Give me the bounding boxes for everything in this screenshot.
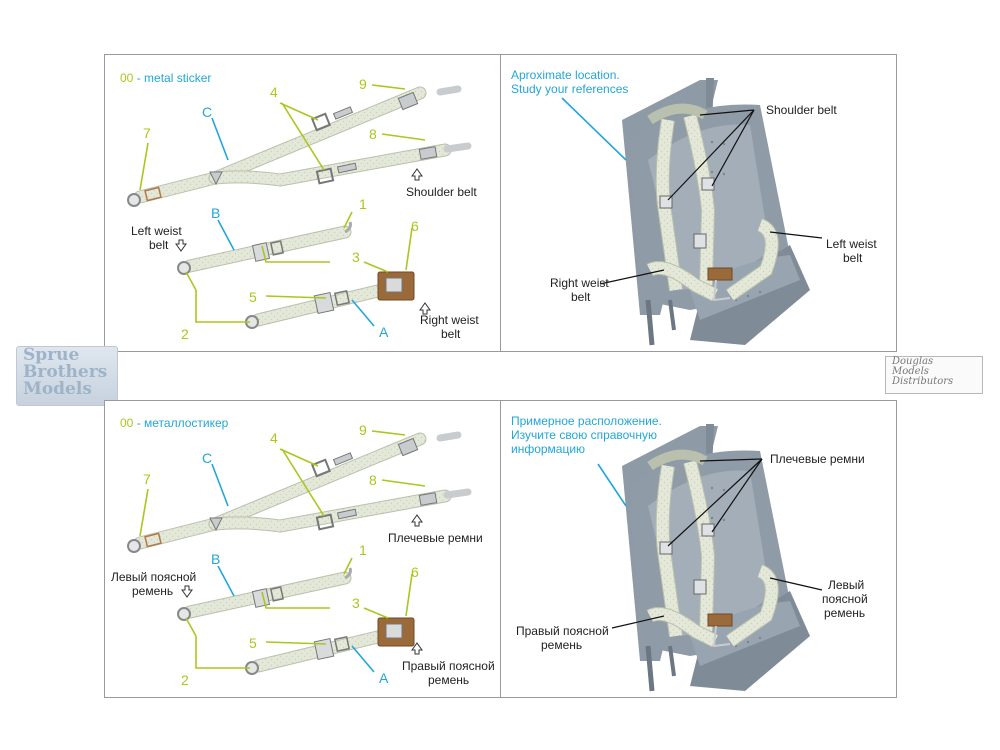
- bottom-right-right-weist-2: ремень: [541, 638, 583, 652]
- bottom-part-6: 6: [411, 564, 419, 580]
- top-sticker-legend: 00 - metal sticker: [120, 71, 211, 85]
- bottom-part-3: 3: [352, 595, 360, 611]
- bottom-left-weist-arrow: [181, 585, 193, 598]
- top-part-3: 3: [352, 249, 360, 265]
- bottom-sticker-text: - металлостикер: [133, 416, 229, 430]
- sprue-brothers-logo: Sprue Brothers Models: [16, 346, 118, 406]
- bottom-part-a: A: [379, 670, 389, 686]
- top-part-a: A: [379, 324, 389, 340]
- top-part-2: 2: [181, 326, 189, 342]
- bottom-right-left-weist-3: ремень: [824, 606, 866, 620]
- bottom-sticker-legend: 00 - металлостикер: [120, 416, 228, 430]
- bottom-part-1: 1: [359, 542, 367, 558]
- top-part-9: 9: [359, 76, 367, 92]
- top-left-left-weist-1: Left weist: [131, 224, 182, 238]
- top-right-weist-arrow: [419, 302, 431, 315]
- logo-right-line3: Distributors: [892, 376, 954, 387]
- top-note-line2: Study your references: [511, 82, 629, 96]
- bottom-part-b: B: [211, 551, 221, 567]
- bottom-label-leaders: [611, 458, 823, 629]
- bottom-part-8: 8: [369, 472, 377, 488]
- bottom-belt-diagram: [128, 435, 468, 674]
- douglas-models-logo: Douglas Models Distributors: [885, 356, 983, 394]
- top-part-8: 8: [369, 126, 377, 142]
- top-label-leaders: [599, 109, 823, 285]
- bottom-part-c: C: [202, 450, 213, 466]
- top-left-weist-arrow: [175, 239, 187, 252]
- bottom-note-line1: Примерное расположение.: [511, 414, 662, 428]
- top-letter-leaders: [211, 97, 627, 327]
- bottom-letter-leaders: [211, 463, 627, 673]
- top-right-right-weist-2: belt: [571, 290, 591, 304]
- bottom-right-left-weist-2: поясной: [822, 592, 868, 606]
- top-sticker-code: 00: [120, 71, 134, 85]
- bottom-sticker-code: 00: [120, 416, 134, 430]
- top-part-leaders: [139, 84, 426, 323]
- top-right-left-weist-2: belt: [843, 251, 863, 265]
- logo-left-line1: Sprue: [23, 345, 80, 365]
- top-part-c: C: [202, 104, 213, 120]
- logo-right-line1: Douglas: [892, 356, 934, 367]
- bottom-left-right-weist-1: Правый поясной: [402, 659, 495, 673]
- top-left-right-weist-2: belt: [441, 327, 461, 341]
- top-part-7: 7: [143, 125, 151, 141]
- bottom-left-right-weist-2: ремень: [428, 673, 470, 687]
- bottom-left-panel: [104, 400, 502, 698]
- bottom-left-left-weist-2: ремень: [132, 584, 174, 598]
- top-right-shoulder-label: Shoulder belt: [766, 103, 837, 117]
- bottom-right-left-weist-1: Левый: [828, 578, 865, 592]
- top-note-line1: Aproximate location.: [511, 68, 620, 82]
- bottom-part-7: 7: [143, 471, 151, 487]
- top-sticker-text: - metal sticker: [133, 71, 212, 85]
- top-left-shoulder-label: Shoulder belt: [406, 185, 477, 199]
- bottom-right-right-weist-1: Правый поясной: [516, 624, 609, 638]
- bottom-part-2: 2: [181, 672, 189, 688]
- top-left-right-weist-1: Right weist: [420, 313, 479, 327]
- bottom-part-9: 9: [359, 422, 367, 438]
- bottom-part-4: 4: [270, 430, 278, 446]
- logo-right-line2: Models: [892, 366, 929, 377]
- logo-left-line2: Brothers: [23, 362, 108, 382]
- top-part-4: 4: [270, 84, 278, 100]
- top-left-panel: [104, 54, 502, 352]
- bottom-part-5: 5: [249, 635, 257, 651]
- top-right-left-weist-1: Left weist: [826, 237, 877, 251]
- bottom-right-weist-arrow: [411, 642, 423, 655]
- top-part-b: B: [211, 205, 221, 221]
- bottom-note-line2: Изучите свою справочную: [511, 428, 657, 442]
- bottom-left-left-weist-1: Левый поясной: [111, 570, 197, 584]
- top-part-1: 1: [359, 196, 367, 212]
- bottom-left-shoulder-label: Плечевые ремни: [388, 531, 483, 545]
- bottom-part-leaders: [139, 430, 426, 669]
- bottom-right-shoulder-label: Плечевые ремни: [770, 452, 865, 466]
- logo-left-line3: Models: [23, 379, 92, 399]
- top-part-6: 6: [411, 218, 419, 234]
- top-shoulder-arrow: [411, 168, 423, 181]
- bottom-note-line3: информацию: [511, 442, 586, 456]
- top-left-left-weist-2: belt: [149, 238, 169, 252]
- bottom-shoulder-arrow: [411, 514, 423, 527]
- top-right-right-weist-1: Right weist: [550, 276, 609, 290]
- top-part-5: 5: [249, 289, 257, 305]
